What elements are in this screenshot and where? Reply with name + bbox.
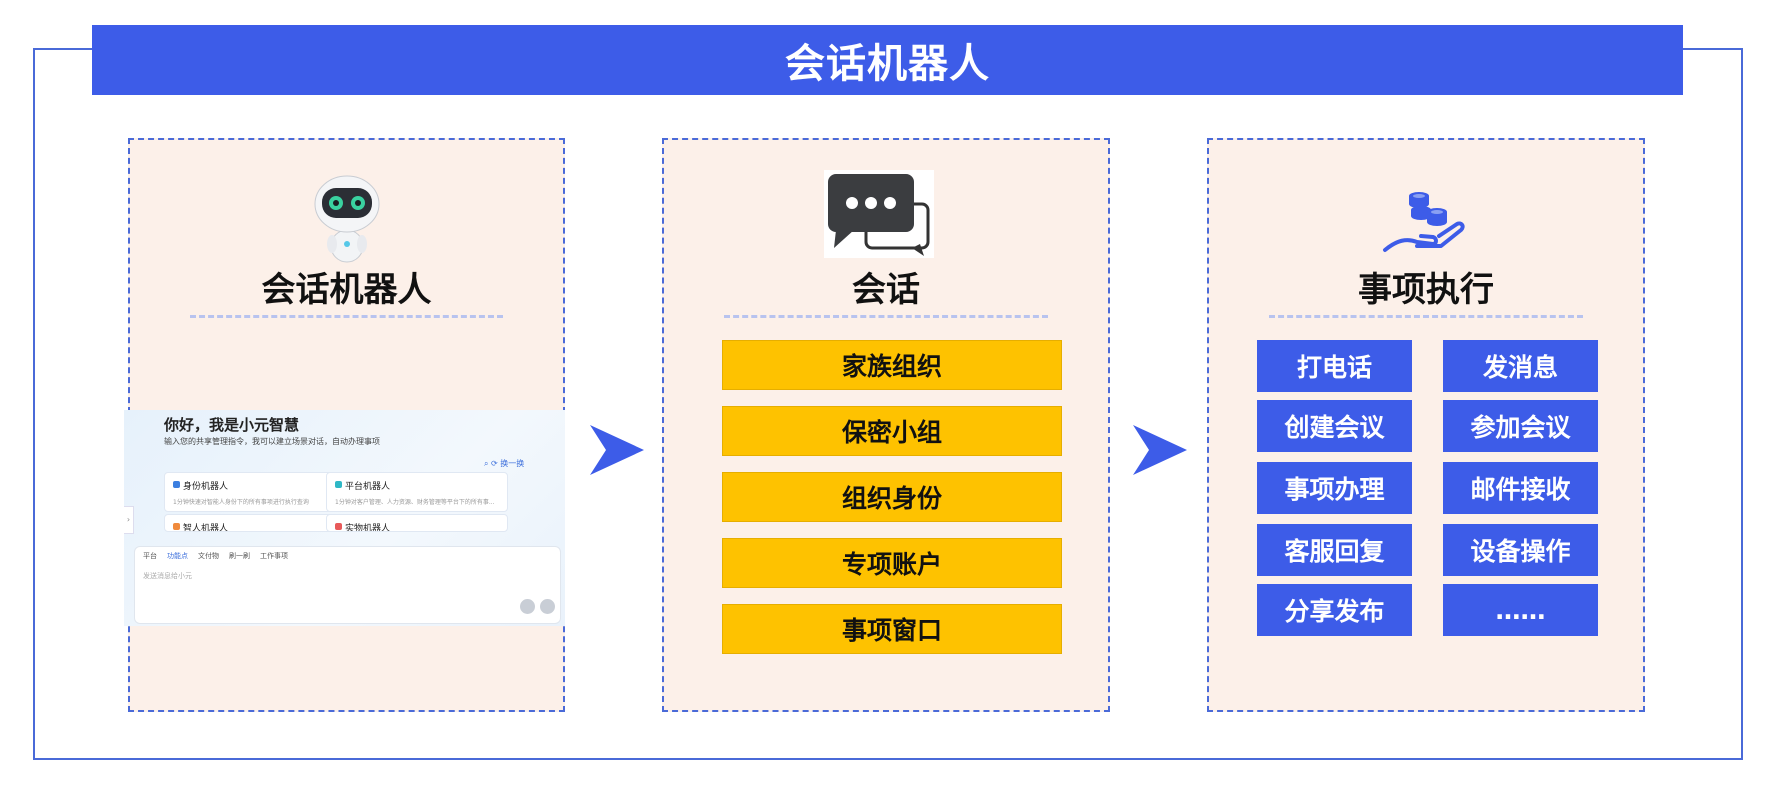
- robot-card[interactable]: 平台机器人 1分钟对客户管理、人力资源、财务管理等平台下的所有事...: [326, 472, 508, 512]
- card-icon: [173, 481, 180, 488]
- conversation-item[interactable]: 专项账户: [722, 538, 1062, 588]
- arrow-right-icon: [1133, 425, 1187, 475]
- mock-greeting: 你好，我是小元智慧: [164, 416, 300, 434]
- card-icon: [335, 523, 342, 530]
- card-desc: 1分钟对客户管理、人力资源、财务管理等平台下的所有事...: [335, 499, 495, 506]
- action-button[interactable]: 客服回复: [1257, 524, 1412, 576]
- execution-panel: 事项执行 打电话 发消息 创建会议 参加会议 事项办理 邮件接收 客服回复 设备…: [1207, 138, 1645, 712]
- conversation-item[interactable]: 事项窗口: [722, 604, 1062, 654]
- card-icon: [173, 523, 180, 530]
- action-button[interactable]: 发消息: [1443, 340, 1598, 392]
- robot-panel: 会话机器人 › 你好，我是小元智慧 输入您的共享管理指令，我可以建立场景对话，自…: [124, 138, 565, 712]
- divider: [724, 315, 1048, 318]
- conversation-item[interactable]: 组织身份: [722, 472, 1062, 522]
- refresh-icon: ⟳: [491, 459, 498, 468]
- hand-coins-icon: [1383, 192, 1465, 252]
- conversation-item[interactable]: 家族组织: [722, 340, 1062, 390]
- input-toolbar: 平台 功能点 文付物 刷一刷 工作事项: [143, 551, 288, 561]
- action-button[interactable]: 设备操作: [1443, 524, 1598, 576]
- robot-card[interactable]: 实物机器人: [326, 514, 508, 532]
- toolbar-item[interactable]: 工作事项: [260, 552, 288, 560]
- action-button[interactable]: 分享发布: [1257, 584, 1412, 636]
- chat-app-screenshot: › 你好，我是小元智慧 输入您的共享管理指令，我可以建立场景对话，自动办理事项 …: [124, 410, 565, 626]
- toolbar-item[interactable]: 功能点: [167, 552, 188, 560]
- mock-refresh-link[interactable]: ⌕ ⟳ 换一换: [484, 458, 524, 469]
- card-title: 平台机器人: [345, 482, 391, 492]
- input-placeholder: 发送消息给小元: [143, 572, 192, 580]
- panel-title-robot: 会话机器人: [261, 270, 432, 310]
- side-handle[interactable]: ›: [124, 506, 134, 534]
- toolbar-item[interactable]: 刷一刷: [229, 552, 250, 560]
- panel-title-execution: 事项执行: [1358, 270, 1494, 310]
- refresh-label: 换一换: [500, 459, 525, 468]
- divider: [190, 315, 503, 318]
- divider: [1269, 315, 1583, 318]
- action-button[interactable]: 邮件接收: [1443, 462, 1598, 514]
- message-input[interactable]: 平台 功能点 文付物 刷一刷 工作事项 发送消息给小元: [134, 546, 561, 624]
- robot-card[interactable]: 智人机器人: [164, 514, 346, 532]
- card-title: 智人机器人: [183, 524, 229, 532]
- toolbar-item[interactable]: 文付物: [198, 552, 219, 560]
- panel-title-conversation: 会话: [852, 270, 920, 310]
- card-title: 身份机器人: [183, 482, 229, 492]
- robot-card[interactable]: 身份机器人 1分钟快速对智能人身份下的所有事项进行执行查询: [164, 472, 346, 512]
- download-icon[interactable]: [520, 599, 535, 614]
- more-button[interactable]: ……: [1443, 584, 1598, 636]
- mock-subtitle: 输入您的共享管理指令，我可以建立场景对话，自动办理事项: [164, 437, 380, 446]
- action-button[interactable]: 打电话: [1257, 340, 1412, 392]
- toolbar-item[interactable]: 平台: [143, 552, 157, 560]
- card-icon: [335, 481, 342, 488]
- card-title: 实物机器人: [345, 524, 391, 532]
- page-title: 会话机器人: [785, 41, 990, 87]
- arrow-right-icon: [590, 425, 644, 475]
- search-icon: ⌕: [484, 459, 489, 468]
- action-button[interactable]: 参加会议: [1443, 400, 1598, 452]
- conversation-item[interactable]: 保密小组: [722, 406, 1062, 456]
- chat-bubbles-icon: [824, 170, 934, 258]
- title-banner: 会话机器人: [92, 25, 1683, 95]
- action-button[interactable]: 创建会议: [1257, 400, 1412, 452]
- card-desc: 1分钟快速对智能人身份下的所有事项进行执行查询: [173, 499, 309, 506]
- action-button[interactable]: 事项办理: [1257, 462, 1412, 514]
- send-icon[interactable]: [540, 599, 555, 614]
- conversation-panel: 会话 家族组织 保密小组 组织身份 专项账户 事项窗口: [662, 138, 1110, 712]
- robot-icon: [314, 175, 380, 263]
